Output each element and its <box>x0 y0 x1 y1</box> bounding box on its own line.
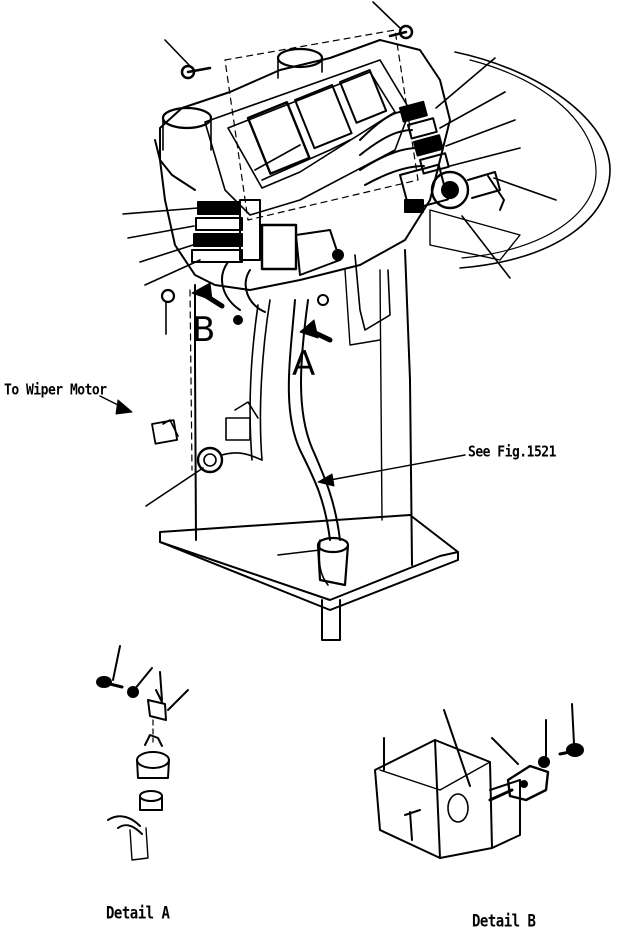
view-b-marker: B <box>192 310 216 350</box>
detail-b-drawing <box>374 703 584 859</box>
detail-a-drawing <box>96 645 189 861</box>
right-switch-cluster <box>359 100 521 261</box>
detail-b-caption: Detail B <box>472 912 536 932</box>
see-fig-label: See Fig.1521 <box>468 444 556 462</box>
view-a-marker: A <box>292 344 316 384</box>
steering-column-assembly <box>99 1 611 641</box>
wiper-motor-label: To Wiper Motor <box>4 382 107 400</box>
detail-a-caption: Detail A <box>106 904 170 924</box>
left-switch-cluster <box>191 199 344 325</box>
